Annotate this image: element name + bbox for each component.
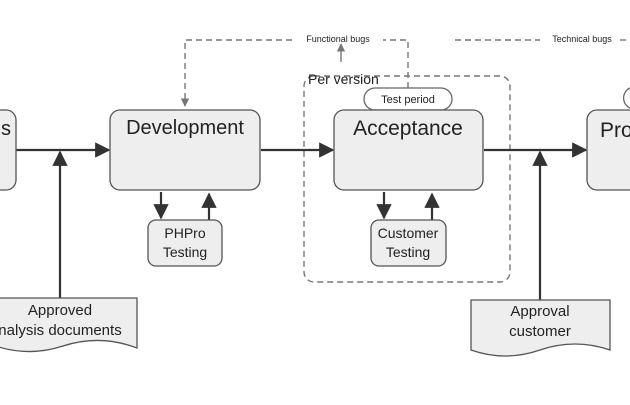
approved-analysis-line2: nalysis documents <box>0 322 122 339</box>
approval-customer-document: Approval customer <box>470 299 611 357</box>
analysis-node: s <box>0 109 17 191</box>
analysis-label: s <box>1 118 11 140</box>
approval-customer-line1: Approval <box>510 303 569 320</box>
acceptance-node: Acceptance <box>333 109 484 191</box>
phpro-testing-line1: PHPro <box>164 225 205 241</box>
per-version-label: Per version <box>308 71 379 87</box>
approved-analysis-line1: Approved <box>28 302 92 319</box>
functional-bugs-label: Functional bugs <box>306 34 370 44</box>
customer-testing-line1: Customer <box>378 225 439 241</box>
phpro-testing-node: PHPro Testing <box>147 219 223 267</box>
main-flow-arrows <box>16 142 588 300</box>
customer-testing-node: Customer Testing <box>370 219 447 267</box>
development-node: Development <box>109 109 261 191</box>
approved-analysis-document: Approved nalysis documents <box>0 297 138 353</box>
development-label: Development <box>126 117 244 139</box>
functional-bugs-loop <box>180 39 630 107</box>
approval-customer-line2: customer <box>509 323 571 340</box>
dashed-line-right-segment <box>383 39 409 88</box>
per-version-frame <box>303 75 511 283</box>
dashed-line-left-segment <box>180 39 292 107</box>
customer-testing-line2: Testing <box>386 244 430 260</box>
technical-bugs-label: Technical bugs <box>552 34 612 44</box>
acceptance-label: Acceptance <box>353 117 463 140</box>
phpro-testing-line2: Testing <box>163 244 207 260</box>
test-period-label: Test period <box>381 94 435 106</box>
production-label: Pro <box>600 119 630 142</box>
production-pill-edge <box>622 87 630 109</box>
production-node: Pro <box>586 87 630 191</box>
